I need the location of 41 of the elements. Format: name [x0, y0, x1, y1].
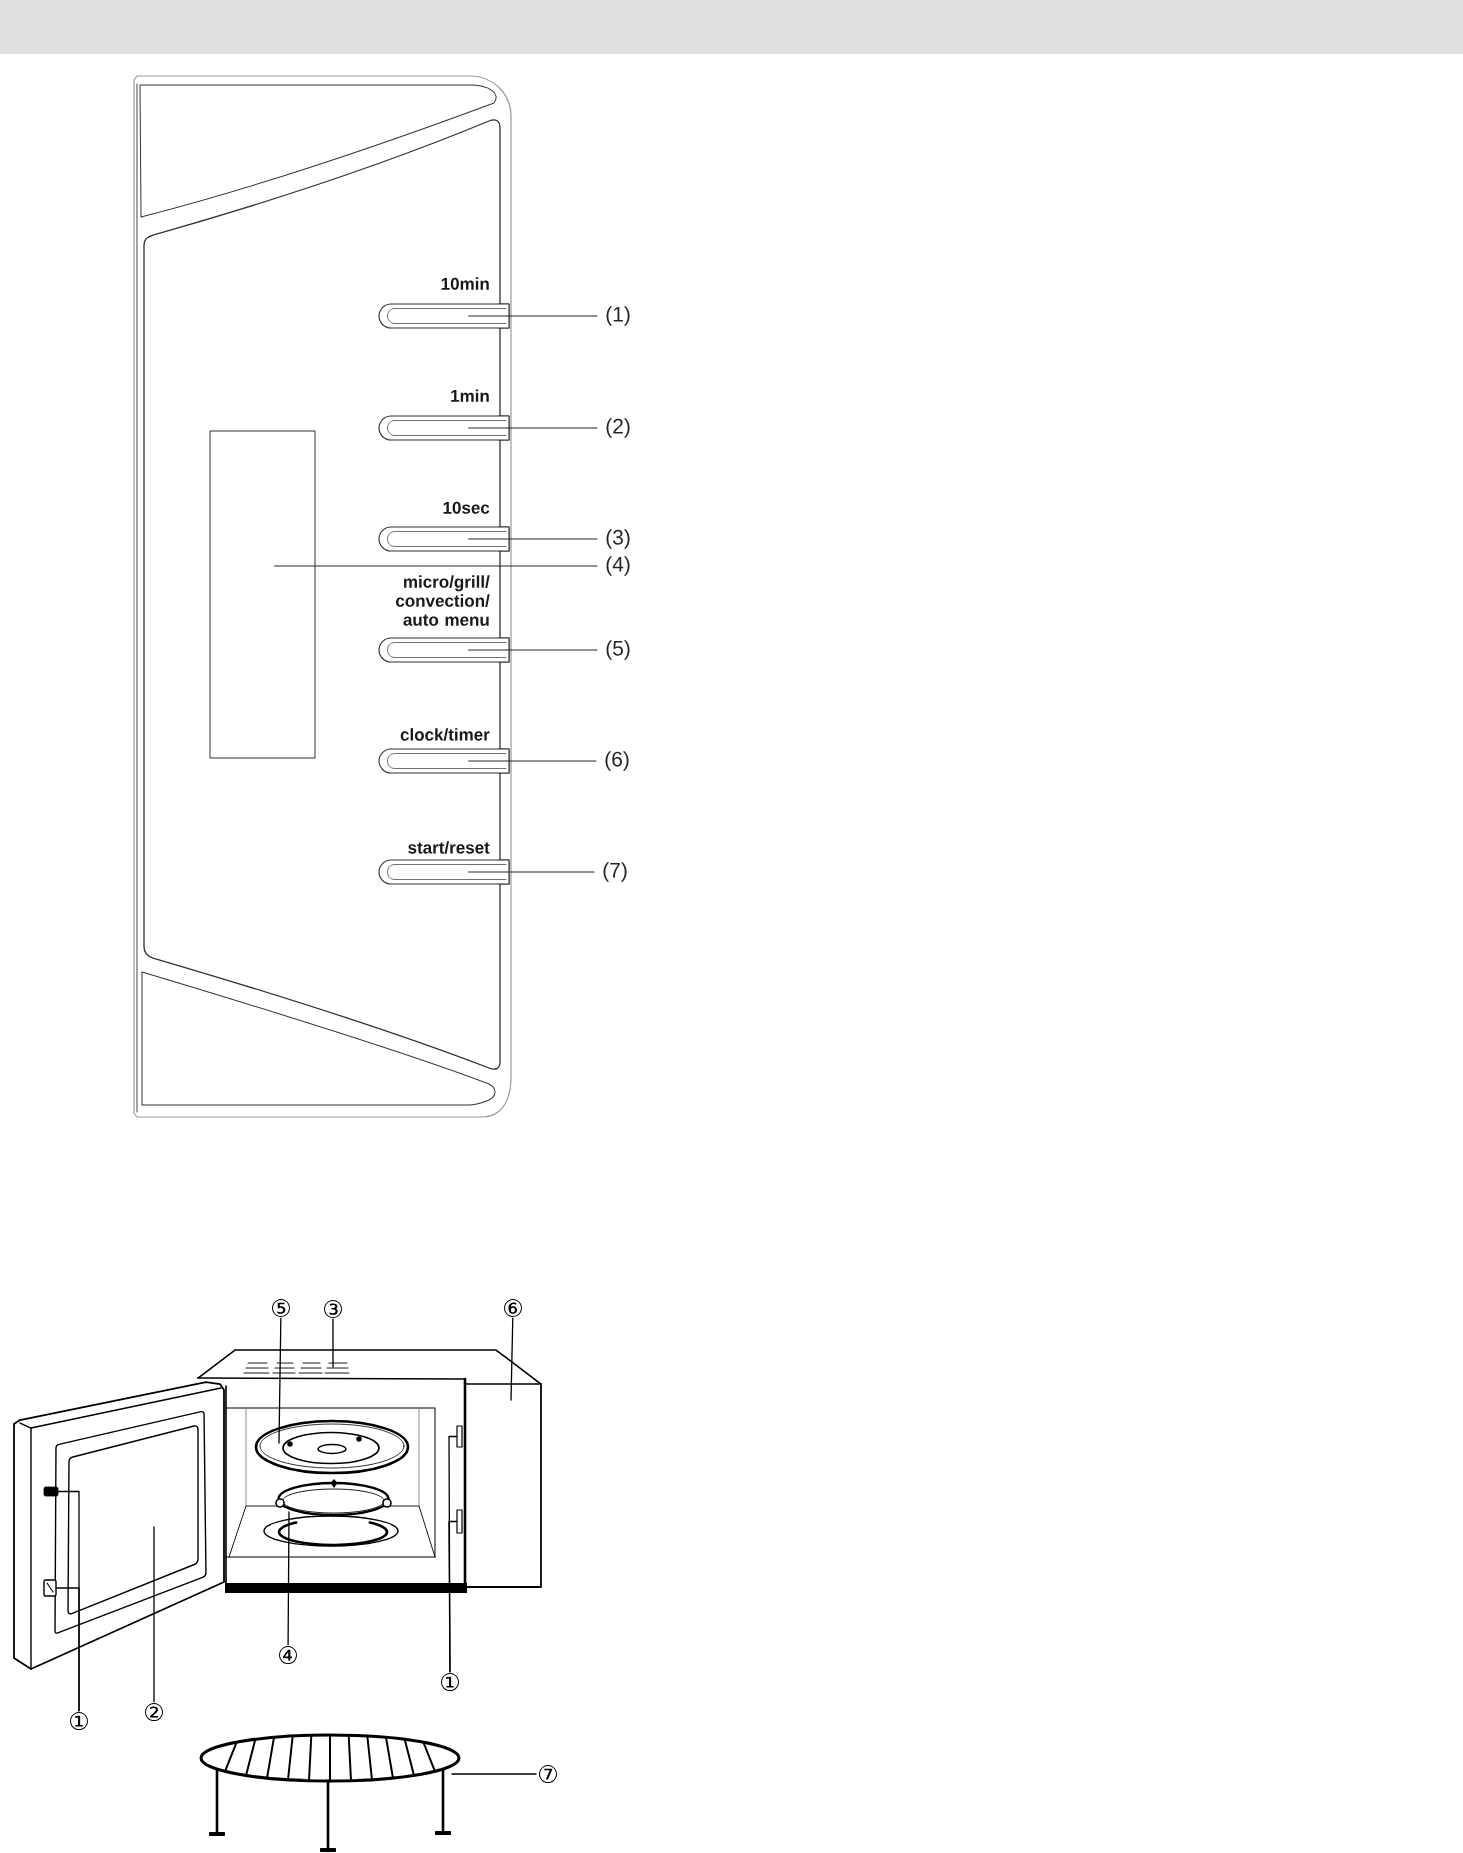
latch [456, 1509, 463, 1534]
callout-number: (7) [603, 862, 627, 882]
leader-line [468, 538, 598, 540]
leader-line [451, 1773, 537, 1775]
callout-number: (6) [605, 751, 629, 771]
callout-number: ⑦ [539, 1765, 557, 1783]
leader-line [468, 427, 598, 429]
button-label: clock/timer [400, 728, 490, 741]
latch [43, 1486, 59, 1497]
display-window [209, 430, 316, 759]
callout-number: ② [145, 1703, 163, 1721]
callout-number: ③ [324, 1300, 342, 1318]
leader-line [153, 1526, 155, 1703]
leader-line [448, 1520, 458, 1673]
callout-number: (2) [606, 418, 630, 438]
callout-number: (1) [606, 306, 630, 326]
leader-line [468, 871, 595, 873]
leader-line [510, 1317, 514, 1401]
latch [43, 1579, 57, 1597]
leader-line [468, 760, 597, 762]
button-label: 1min [451, 389, 489, 402]
leader-line [287, 1511, 290, 1646]
callout-number: ⑥ [504, 1299, 522, 1317]
button-label: 10min [441, 277, 489, 290]
button-label: 10sec [443, 501, 490, 514]
leader-line [468, 649, 598, 651]
leader-line [278, 1317, 282, 1444]
callout-number: ⑤ [272, 1299, 290, 1317]
callout-number: (5) [606, 640, 630, 660]
callout-number: (4) [606, 556, 630, 576]
leader-line [468, 315, 598, 317]
callout-number: (3) [606, 529, 630, 549]
callout-number: ① [70, 1712, 88, 1730]
latch [456, 1425, 463, 1448]
button-label: start/reset [408, 841, 490, 854]
leader-line [332, 1318, 334, 1368]
leader-line [56, 1587, 80, 1712]
leader-line [274, 565, 598, 567]
callout-number: ④ [279, 1646, 297, 1664]
callout-number: ① [441, 1673, 459, 1691]
button-label: micro/grill/ convection/ auto menu [396, 575, 490, 626]
